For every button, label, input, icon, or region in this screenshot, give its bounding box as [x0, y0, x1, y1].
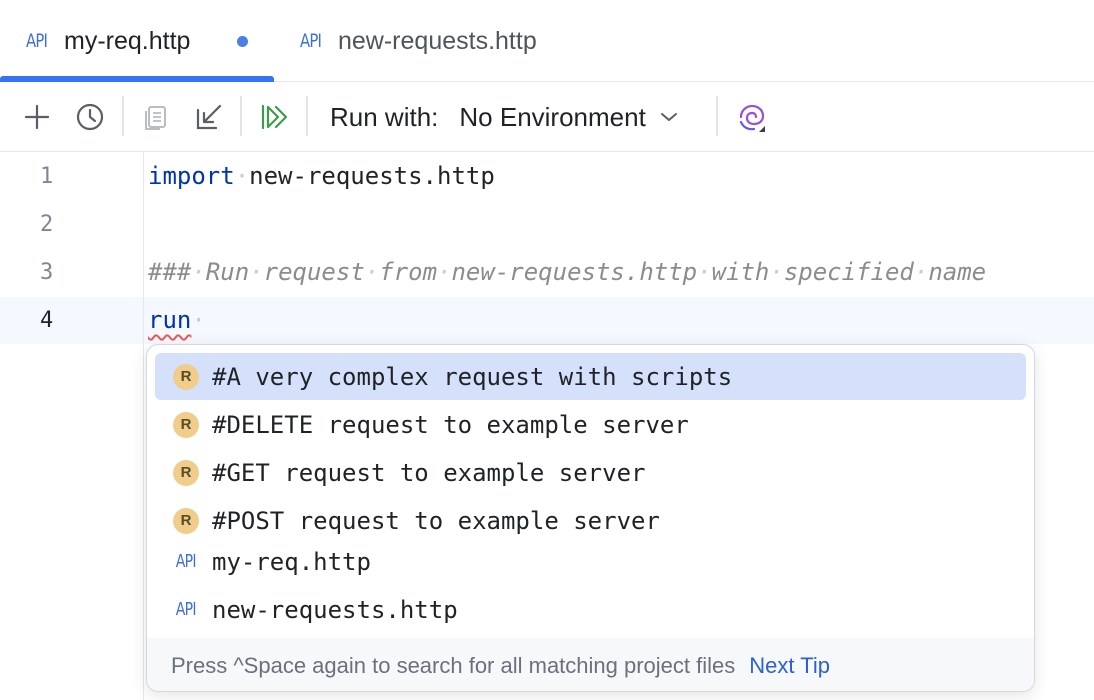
swirl-icon — [739, 104, 765, 132]
plus-icon — [24, 104, 50, 130]
completion-item-text: #A very complex request with scripts — [212, 362, 733, 391]
run-keyword: run — [148, 306, 192, 334]
completion-footer: Press ^Space again to search for all mat… — [147, 638, 1034, 691]
completion-item[interactable]: R #DELETE request to example server — [155, 401, 1026, 448]
tab-label: my-req.http — [64, 26, 191, 55]
completion-item[interactable]: R #POST request to example server — [155, 497, 1026, 544]
toolbar-separator — [122, 96, 124, 136]
toolbar-separator — [240, 96, 242, 136]
code-line-3-comment[interactable]: ###·Run·request·from·new-requests.http·w… — [148, 258, 987, 286]
current-line-highlight — [0, 297, 1094, 344]
whitespace-marker: · — [234, 162, 250, 190]
line-number: 2 — [40, 212, 54, 237]
request-icon: R — [173, 459, 199, 486]
completion-item-text: #GET request to example server — [212, 458, 646, 487]
completion-popup: R #A very complex request with scripts R… — [146, 344, 1035, 692]
whitespace-marker: · — [364, 258, 380, 286]
clock-icon — [76, 103, 104, 131]
api-file-icon: API — [26, 30, 48, 52]
completion-item[interactable]: R #A very complex request with scripts — [155, 353, 1026, 400]
chevron-down-icon — [660, 113, 677, 121]
whitespace-marker: · — [769, 258, 784, 286]
toolbar-separator — [716, 96, 718, 136]
whitespace-marker: · — [697, 258, 712, 286]
tab-label: new-requests.http — [338, 26, 537, 55]
request-icon: R — [173, 507, 199, 534]
history-button[interactable] — [73, 82, 107, 152]
line-number: 4 — [40, 308, 54, 333]
run-all-icon — [261, 104, 288, 130]
completion-item-text: my-req.http — [212, 547, 371, 576]
tab-new-requests[interactable]: API new-requests.http — [274, 0, 594, 82]
whitespace-marker: · — [437, 258, 452, 286]
whitespace-marker: · — [249, 258, 264, 286]
environment-value: No Environment — [459, 101, 646, 132]
line-number: 1 — [40, 164, 54, 189]
api-file-icon: API — [300, 30, 322, 52]
request-icon: R — [173, 411, 199, 438]
convert-button[interactable] — [733, 82, 771, 152]
import-button[interactable] — [192, 82, 226, 152]
completion-item[interactable]: R #GET request to example server — [155, 449, 1026, 496]
whitespace-marker: · — [913, 258, 929, 286]
next-tip-link[interactable]: Next Tip — [749, 652, 830, 678]
completion-item-text: new-requests.http — [212, 595, 458, 624]
completion-item-text: #DELETE request to example server — [212, 410, 689, 439]
run-with-environment-selector[interactable]: Run with: No Environment — [330, 82, 678, 152]
http-client-toolbar: Run with: No Environment — [0, 82, 1094, 152]
import-arrow-icon — [196, 104, 222, 130]
whitespace-marker: · — [191, 258, 206, 286]
completion-item[interactable]: API new-requests.http — [155, 586, 1026, 633]
completion-hint: Press ^Space again to search for all mat… — [171, 652, 736, 678]
run-all-button[interactable] — [257, 82, 291, 152]
import-path: new-requests.http — [249, 162, 495, 190]
whitespace-marker: · — [191, 306, 206, 334]
api-file-icon: API — [176, 551, 197, 572]
request-icon: R — [173, 363, 199, 390]
completion-item[interactable]: API my-req.http — [155, 538, 1026, 585]
copy-icon — [145, 106, 166, 130]
completion-item-text: #POST request to example server — [212, 506, 660, 535]
run-with-label: Run with: — [330, 101, 439, 132]
modified-dot-icon — [237, 36, 248, 47]
tab-my-req[interactable]: API my-req.http — [0, 0, 274, 82]
code-line-1[interactable]: import·new-requests.http — [148, 162, 495, 190]
line-number: 3 — [40, 260, 54, 285]
gutter-divider — [143, 152, 144, 700]
editor-tab-bar: API my-req.http API new-requests.http — [0, 0, 1094, 82]
copy-button[interactable] — [139, 82, 173, 152]
add-request-button[interactable] — [20, 82, 54, 152]
import-keyword: import — [148, 162, 235, 190]
code-line-4[interactable]: run· — [148, 306, 206, 334]
toolbar-separator — [306, 96, 308, 136]
api-file-icon: API — [176, 599, 197, 620]
